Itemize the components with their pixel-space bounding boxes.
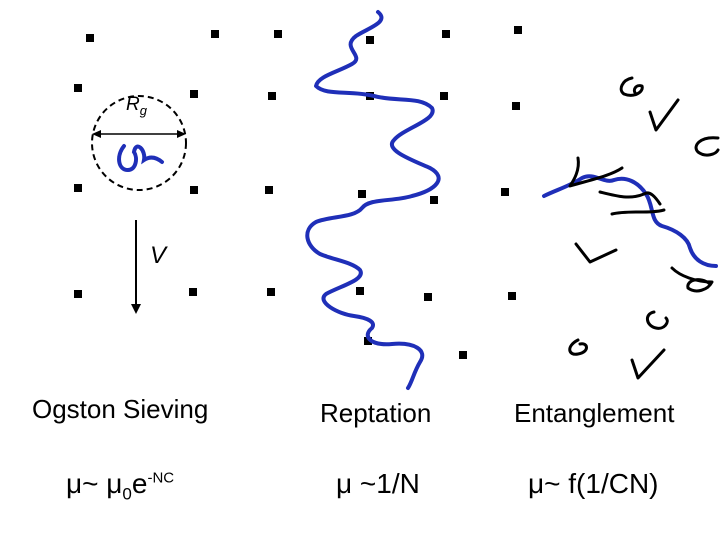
obstacle-dot	[442, 30, 450, 38]
reptation-formula: μ ~1/N	[336, 468, 420, 500]
velocity-arrow	[131, 220, 141, 314]
obstacle-dot	[190, 90, 198, 98]
obstacle-dot	[430, 196, 438, 204]
fragment	[672, 268, 712, 291]
obstacle-dot	[501, 188, 509, 196]
obstacle-dot	[265, 186, 273, 194]
velocity-label: V	[150, 242, 166, 270]
fragment	[621, 78, 642, 95]
fragment	[647, 312, 667, 328]
coiled-chain	[119, 146, 162, 170]
obstacle-dot	[356, 287, 364, 295]
obstacle-dot	[512, 102, 520, 110]
fragment	[632, 350, 664, 378]
obstacle-dot	[366, 36, 374, 44]
entanglement-formula: μ~ f(1/CN)	[528, 468, 658, 500]
fragment	[570, 340, 587, 354]
obstacle-dot	[268, 92, 276, 100]
obstacle-dot	[514, 26, 522, 34]
obstacle-dot	[358, 190, 366, 198]
obstacle-dot	[274, 30, 282, 38]
gel-obstacles	[74, 26, 522, 359]
obstacle-dot	[424, 293, 432, 301]
reptation-chain	[307, 12, 438, 388]
obstacle-dot	[211, 30, 219, 38]
fragment	[696, 138, 718, 155]
fragment	[650, 100, 678, 130]
fragment	[576, 244, 616, 262]
obstacle-dot	[267, 288, 275, 296]
obstacle-dot	[74, 290, 82, 298]
ogston-sieving-label: Ogston Sieving	[32, 394, 208, 425]
ogston-formula: μ~ μ0e-NC	[66, 468, 174, 505]
obstacle-dot	[459, 351, 467, 359]
obstacle-dot	[86, 34, 94, 42]
radius-of-gyration-label: Rg	[126, 94, 147, 118]
entanglement-label: Entanglement	[514, 398, 674, 429]
reptation-label: Reptation	[320, 398, 431, 429]
obstacle-dot	[189, 288, 197, 296]
obstacle-dot	[508, 292, 516, 300]
fragment	[612, 210, 664, 214]
obstacle-dot	[440, 92, 448, 100]
dna-fragments	[570, 78, 718, 378]
obstacle-dot	[190, 186, 198, 194]
obstacle-dot	[74, 184, 82, 192]
obstacle-dot	[74, 84, 82, 92]
entangled-chain	[544, 176, 716, 266]
